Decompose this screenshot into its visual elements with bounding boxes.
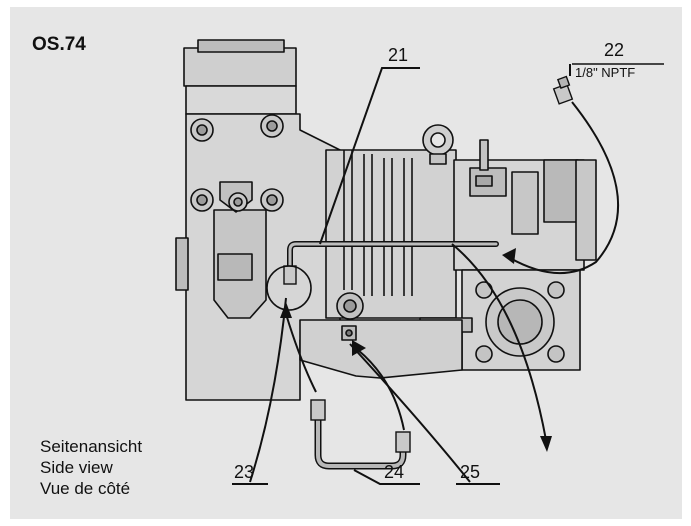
flange-bolts [475, 281, 565, 363]
end-plate [575, 159, 597, 261]
arrowheads [280, 248, 552, 452]
arrowhead-23 [280, 302, 292, 318]
leader-lines [232, 64, 620, 485]
leader-25 [349, 343, 471, 483]
upper-neck [185, 85, 297, 115]
compressor-body [175, 39, 597, 401]
oil-line-21 [266, 241, 499, 311]
arrowhead-21 [540, 436, 552, 452]
pressure-stud [479, 139, 489, 171]
cylinder-block [325, 149, 457, 319]
leader-21 [319, 67, 420, 245]
tube-24 [310, 399, 411, 470]
caption-french: Vue de côté [40, 479, 131, 498]
callout-24: 24 [384, 462, 404, 482]
top-flange-cap [197, 39, 285, 53]
line-21-fitting [283, 265, 297, 285]
arrow-22 [509, 101, 620, 274]
arrow-23-up [285, 313, 317, 393]
leader-23 [249, 297, 287, 483]
arrowhead-22 [502, 248, 516, 264]
callout-21: 21 [388, 45, 408, 65]
caption-english: Side view [40, 458, 113, 477]
top-flange [183, 47, 297, 87]
valve-head [543, 159, 579, 223]
fitting-22 [552, 75, 574, 105]
view-caption: Seitenansicht Side view Vue de côté [40, 436, 142, 499]
caption-german: Seitenansicht [40, 437, 143, 456]
callout-22: 22 [604, 40, 624, 60]
callout-25: 25 [460, 462, 480, 482]
oil-sump [299, 319, 463, 379]
valve-stack [511, 171, 539, 235]
side-port [175, 237, 189, 291]
leader-24 [353, 469, 420, 485]
callout-22-note: 1/8" NPTF [575, 65, 635, 80]
left-housing-bolts [190, 114, 284, 212]
callout-23: 23 [234, 462, 254, 482]
arrow-21 [451, 243, 547, 441]
suction-nut [217, 253, 253, 281]
model-label: OS.74 [32, 34, 86, 55]
cooling-fins [343, 150, 413, 296]
arrowhead-24 [352, 340, 366, 356]
